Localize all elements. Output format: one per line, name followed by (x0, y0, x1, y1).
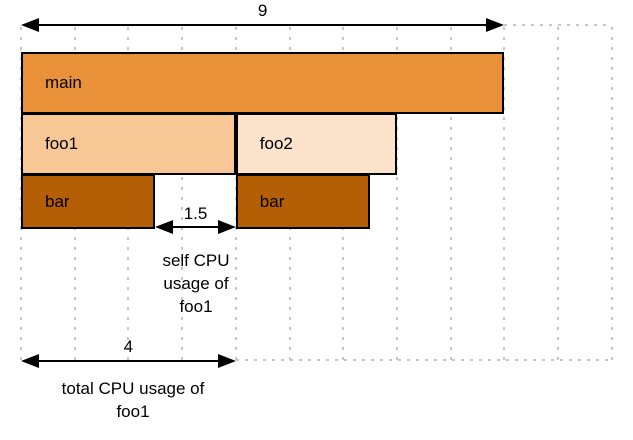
caption-total-cpu: total CPU usage of foo1 (13, 377, 253, 423)
arrow-self-cpu (155, 220, 236, 234)
arrow-line (24, 360, 233, 362)
caption-line: foo1 (179, 297, 213, 316)
arrow-total-cpu (21, 354, 236, 368)
frame-label: bar (45, 191, 70, 211)
caption-line: self CPU (162, 251, 230, 270)
frame-label: foo1 (45, 134, 79, 153)
arrowhead-left (21, 354, 39, 368)
grid-dotted-bottom (235, 359, 612, 361)
arrowhead-right (217, 220, 236, 234)
gridline (181, 27, 184, 360)
caption-line: foo1 (116, 402, 150, 421)
frame-label: bar (259, 191, 285, 211)
grid-dotted-top (504, 24, 612, 26)
frame-bar-left: bar (21, 174, 156, 229)
gridline (395, 27, 398, 360)
arrowhead-right (486, 18, 505, 32)
arrowhead-right (217, 354, 236, 368)
gridline (557, 27, 559, 360)
caption-line: total CPU usage of (61, 379, 205, 398)
gridline (610, 27, 613, 360)
arrow-line (24, 24, 502, 26)
label-total-cpu-value: 4 (123, 337, 134, 356)
frame-label: foo2 (259, 134, 293, 153)
arrowhead-left (155, 220, 174, 234)
frame-foo1: foo1 (21, 113, 236, 175)
arrow-total-width (21, 18, 505, 32)
arrow-line (158, 226, 233, 228)
frame-foo2: foo2 (235, 113, 397, 175)
caption-self-cpu: self CPU usage of foo1 (121, 249, 271, 318)
frame-label: main (45, 73, 82, 92)
frame-bar-right: bar (235, 174, 371, 229)
caption-line: usage of (163, 274, 229, 293)
frame-main: main (21, 52, 505, 114)
arrowhead-left (21, 18, 39, 32)
label-self-cpu-value: 1.5 (183, 204, 208, 223)
gridline (503, 27, 506, 360)
label-total-width-value: 9 (257, 1, 268, 20)
gridline (449, 27, 452, 360)
